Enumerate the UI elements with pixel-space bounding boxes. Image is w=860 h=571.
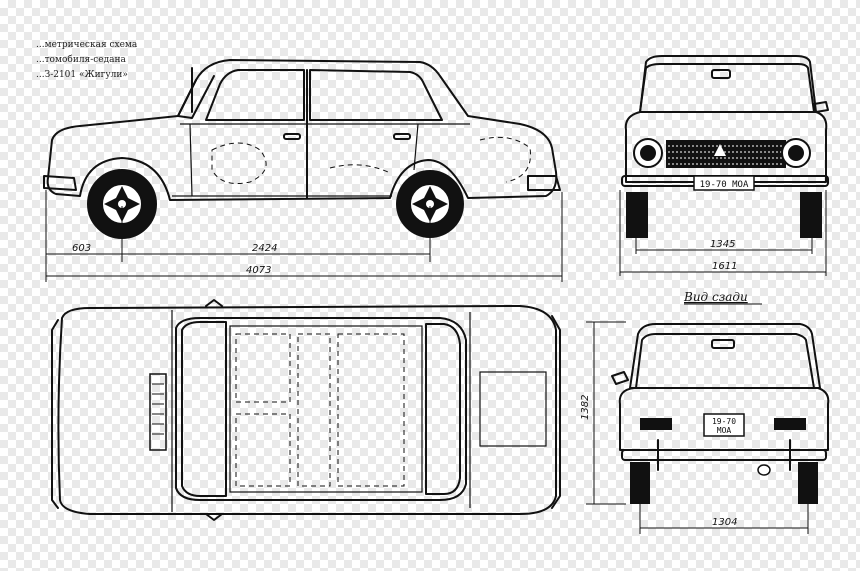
rear-left-tire xyxy=(630,462,650,504)
front-grille xyxy=(666,140,786,168)
dim-front-overhang-label: 603 xyxy=(72,243,91,254)
rear-bumper-overriders xyxy=(657,439,791,471)
side-door-rear-edge xyxy=(413,123,419,171)
front-windshield xyxy=(639,63,815,113)
top-side-mirrors xyxy=(205,299,223,521)
front-mirror-icon xyxy=(711,69,731,79)
caption-line-2: ...томобиля-седана xyxy=(36,55,126,65)
rear-bumper xyxy=(621,449,827,461)
caption-line-3: ...З-2101 «Жигули» xyxy=(36,70,128,80)
side-front-bumper xyxy=(43,175,77,191)
top-rear-bumper xyxy=(551,315,561,509)
rear-view-title: Вид сзади xyxy=(683,290,748,304)
front-headlight-left xyxy=(633,138,663,168)
front-badge-icon xyxy=(714,144,726,156)
side-body-outline xyxy=(46,59,558,201)
dim-rear-track-label: 1304 xyxy=(712,517,737,528)
side-windshield xyxy=(177,75,215,119)
dim-length-label: 4073 xyxy=(246,265,271,276)
top-front-bumper xyxy=(51,319,59,509)
top-body-outline xyxy=(57,305,557,515)
front-view: 19-70 MOA 1345 1611 xyxy=(619,55,829,276)
front-plate-text: 19-70 MOA xyxy=(700,180,749,190)
top-trunk-panel xyxy=(479,371,547,447)
front-roof-greenhouse xyxy=(639,55,817,113)
caption-line-1: ...метрическая схема xyxy=(36,40,138,50)
rear-taillight-left xyxy=(640,418,672,430)
rear-taillight-right xyxy=(774,418,806,430)
dim-front-track-label: 1345 xyxy=(710,239,735,250)
drawing-caption: ...метрическая схема ...томобиля-седана … xyxy=(36,38,166,83)
front-dimension-lines xyxy=(619,190,827,276)
rear-window xyxy=(635,333,815,389)
dim-height-label: 1382 xyxy=(580,395,591,420)
top-roof-panel xyxy=(229,325,423,493)
front-license-plate xyxy=(693,175,755,191)
rear-mirror-icon xyxy=(711,339,735,349)
side-door-front-edge xyxy=(189,123,193,197)
front-headlight-right xyxy=(781,138,811,168)
top-hood-vent xyxy=(149,373,167,451)
side-dashed-contour xyxy=(211,136,531,184)
side-door-handle-front xyxy=(283,133,301,140)
dim-width-label: 1611 xyxy=(712,261,737,272)
rear-plate-text-top: 19-70 xyxy=(712,417,736,426)
top-rear-window xyxy=(425,323,461,495)
top-view xyxy=(51,299,561,521)
rear-view: Вид сзади 19-70 MOA 1382 1304 xyxy=(580,290,830,534)
rear-license-plate xyxy=(703,413,745,437)
top-seats-dashed xyxy=(235,333,405,487)
top-windshield xyxy=(181,321,227,497)
front-right-tire xyxy=(800,192,822,238)
rear-roof-greenhouse xyxy=(629,323,821,389)
rear-body xyxy=(618,387,830,451)
dim-wheelbase-label: 2424 xyxy=(252,243,277,254)
rear-dimension-lines xyxy=(586,321,809,534)
side-rear-wheel xyxy=(396,170,464,238)
side-rear-bumper xyxy=(527,175,561,191)
side-dimension-lines xyxy=(45,190,563,282)
rear-exhaust-icon xyxy=(757,464,771,476)
side-window-rear xyxy=(309,69,443,121)
side-view: 603 2424 4073 xyxy=(43,59,563,282)
rear-plate-text-bottom: MOA xyxy=(717,426,732,435)
front-left-tire xyxy=(626,192,648,238)
top-greenhouse xyxy=(175,317,467,501)
front-side-mirror-icon xyxy=(813,101,829,113)
front-grille-texture xyxy=(668,145,784,165)
top-hood-vent-slats xyxy=(152,383,164,435)
side-window-front xyxy=(205,69,305,121)
rear-right-tire xyxy=(798,462,818,504)
side-door-handle-rear xyxy=(393,133,411,140)
rear-side-mirror-icon xyxy=(611,371,629,385)
